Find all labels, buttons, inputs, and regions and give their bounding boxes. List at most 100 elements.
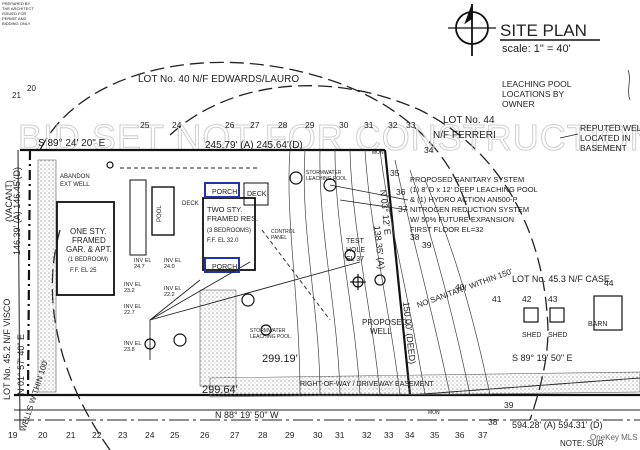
contour-label: 24 [172,120,182,130]
shed-2 [549,307,565,323]
proposed-well-label-1: PROPOSED [362,318,408,327]
pool-label: POOL [157,205,163,222]
south-distance-1: 299.19' [262,353,298,365]
note-line: PROPOSED SANITARY SYSTEM [410,175,524,184]
contour-lines [288,149,491,396]
porch-bottom-box [204,257,240,273]
south-bearing: N 88° 19' 50" W [215,410,279,420]
lot-southeast: LOT No. 45.3 N/F CASE [512,274,610,284]
contour-label: 38 [410,232,420,242]
invert-line: 24.7 [134,264,145,270]
contour-label: 32 [388,120,398,130]
contour-label: 30 [339,120,349,130]
contour-label: 30 [313,430,323,440]
credit: OneKey MLS [590,433,638,442]
contour-label: 25 [140,120,150,130]
contour-numbers-bottom: 19 20 21 22 23 24 25 26 27 28 29 30 31 3… [8,400,514,440]
contour-label: 20 [27,84,36,93]
porch-top-label: PORCH [212,189,237,196]
shed-2-label: SHED [548,332,567,339]
contour-label: 36 [455,430,465,440]
contour-label: 19 [8,430,18,440]
se-distance: 594.28' (A) 594.31' (D) [512,420,602,430]
test-hole-b: HOLE [346,247,365,254]
contour-label: 38 [488,417,498,427]
garage-label: ONE STY. FRAMED GAR. & APT. (1 BEDROOM) … [66,227,112,274]
note-line: LOCATIONS BY [502,89,565,99]
contour-label: 42 [522,294,532,304]
deck-left [129,179,147,256]
note-line: W/ 50% FUTURE EXPANSION [410,215,514,224]
contour-label: 27 [250,120,260,130]
corner-line: PERMIT AND [2,16,26,21]
invert-line: INV EL [134,258,151,264]
note-line: LEACHING POOL [502,79,572,89]
leaching-pool-note: LEACHING POOL LOCATIONS BY OWNER [502,79,572,109]
contour-label: 27 [230,430,240,440]
contour-label: 39 [504,400,514,410]
control-panel: CONTROL [271,229,296,235]
driveway-west [37,159,57,393]
contour-label: 37 [398,204,408,214]
barn-label: BARN [588,321,607,328]
label-line: F.F. EL 25 [70,268,97,274]
deck-label: DECK [247,191,267,198]
corner-text: PREPARED BY THE ARCHITECT ISSUED FOR PER… [2,1,34,26]
invert-line: INV EL [124,304,141,310]
label-line: (3 BEDROOMS) [207,228,251,234]
invert-line: INV EL [164,286,181,292]
contour-label: 22 [92,430,102,440]
driveway-band [209,371,640,398]
porch-top-box [204,182,240,198]
invert-line: 24.0 [164,264,175,270]
contour-label: 21 [12,91,21,100]
contour-label: 39 [422,240,432,250]
contour-label: 31 [335,430,345,440]
reputed-well-note: REPUTED WELL LOCATED IN BASEMENT [580,123,640,153]
contour-label: 35 [390,168,400,178]
contour-label: 34 [405,430,415,440]
contour-label: 43 [548,294,558,304]
mon-marker: MON [372,150,384,156]
test-hole: TEST [346,238,365,245]
corner-line: ISSUED FOR [2,11,27,16]
row-label: RIGHT-OF-WAY / DRIVEWAY EASEMENT [300,381,434,388]
title-heading: SITE PLAN [500,21,587,40]
note-line: (1) 8' D x 12' DEEP LEACHING POOL [410,185,538,194]
invert-line: INV EL [164,258,181,264]
contour-label: 29 [305,120,315,130]
contour-label: 29 [285,430,295,440]
proposed-well-icon [350,274,366,290]
sanitary-note: PROPOSED SANITARY SYSTEM (1) 8' D x 12' … [410,175,538,234]
note-line: BASEMENT [580,143,627,153]
stormwater-2: STORMWATER [250,328,286,334]
label-line: ONE STY. [70,227,106,236]
contour-label: 26 [225,120,235,130]
label-line: TWO STY. [207,205,242,214]
house-label: TWO STY. FRAMED RES. (3 BEDROOMS) F.F. E… [207,205,258,244]
label-line: FRAMED [72,236,106,245]
contour-label: 32 [362,430,372,440]
deck-right [243,182,269,206]
label-line: FRAMED RES. [207,214,258,223]
garage-building [56,201,115,296]
note-line: REPUTED WELL [580,123,640,133]
deck2-label: DECK [182,201,199,207]
west-bearing: N 01° 57' 40" E [16,334,26,395]
invert-labels: INV EL 24.7 INV EL 23.2 INV EL 22.7 INV … [124,258,181,353]
contour-label: 31 [364,120,374,130]
contour-label: 21 [66,430,76,440]
lot-west-1: LOT No. 45.2 N/F VISCO [2,299,12,400]
north-arrow-icon [448,4,496,56]
mon-marker: MON [428,410,440,416]
lot-north: LOT No. 40 N/F EDWARDS/LAURO [138,74,299,85]
contour-label: 33 [406,120,416,130]
label-line: F.F. EL 32.0 [207,238,239,244]
contour-numbers-right: 34 35 36 37 38 39 40 41 42 43 44 [390,145,614,304]
contour-label: 37 [478,430,488,440]
lot-east-2: N/F FERRERI [433,130,496,141]
stormwater-2b: LEACHING POOL [250,334,291,340]
abandoned-well: ABANDON [60,174,90,180]
note-line: LOCATED IN [580,133,630,143]
